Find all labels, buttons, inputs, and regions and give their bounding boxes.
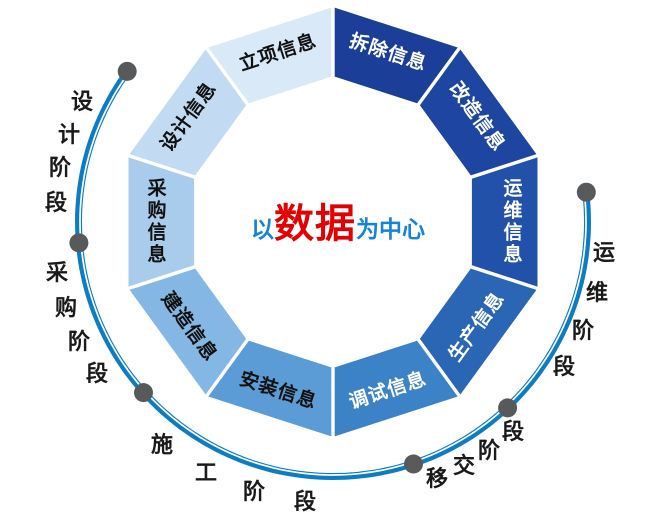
ring-segment-6 (129, 268, 247, 395)
phase-label-4-char-3: 段 (552, 354, 575, 379)
phase-label-1-char-0: 采 (45, 260, 68, 285)
phase-label-1-char-2: 阶 (67, 329, 90, 354)
phase-label-1-char-1: 购 (54, 295, 77, 320)
phase-label-0-char-3: 段 (44, 190, 67, 215)
center-slogan-suffix: 为中心 (356, 216, 425, 242)
phase-label-2-char-1: 工 (194, 460, 217, 485)
phase-label-2-char-0: 施 (150, 432, 173, 457)
phase-divider-dot-2 (134, 383, 153, 403)
segment-label-2: 运维信息 (500, 178, 522, 266)
phase-arc (74, 69, 592, 481)
ring-segment-9 (208, 7, 332, 104)
ring-segment-3 (419, 268, 537, 395)
phase-label-3-char-2: 阶 (477, 438, 500, 463)
ring-segment-0 (334, 7, 458, 104)
phase-label-0-char-1: 计 (57, 122, 80, 147)
ring-segment-2 (471, 157, 538, 287)
phase-label-1-char-3: 段 (85, 361, 108, 386)
phase-label-3-char-0: 移 (425, 466, 448, 491)
center-slogan-emphasis: 数据 (274, 202, 356, 246)
phase-arc-stripe (79, 72, 587, 476)
phase-label-4-char-1: 维 (585, 280, 608, 305)
ring-segment-4 (334, 340, 458, 437)
ring-segment-1 (419, 49, 537, 176)
phase-divider-dot-3 (404, 454, 423, 474)
phase-label-3-char-1: 交 (452, 453, 475, 478)
phase-label-4-char-2: 阶 (571, 318, 594, 343)
segment-label-7: 采购信息 (144, 178, 166, 266)
ring-segment-7 (128, 157, 195, 287)
phase-divider-dot-0 (117, 61, 137, 81)
center-slogan: 以数据为中心 (251, 204, 425, 244)
phase-label-2-char-3: 段 (293, 489, 316, 514)
phase-divider-dot-5 (576, 182, 596, 202)
ring-segment-8 (129, 49, 247, 176)
phase-divider-dot-1 (69, 233, 89, 253)
phase-divider-dot-4 (498, 398, 518, 418)
center-slogan-prefix: 以 (251, 216, 274, 242)
phase-label-3-char-3: 段 (501, 419, 524, 444)
ring-segment-5 (208, 340, 332, 437)
phase-label-0-char-2: 阶 (48, 155, 71, 180)
phase-label-4-char-0: 运 (592, 240, 615, 265)
phase-label-2-char-2: 阶 (242, 479, 265, 504)
phase-label-0-char-0: 设 (70, 89, 93, 114)
